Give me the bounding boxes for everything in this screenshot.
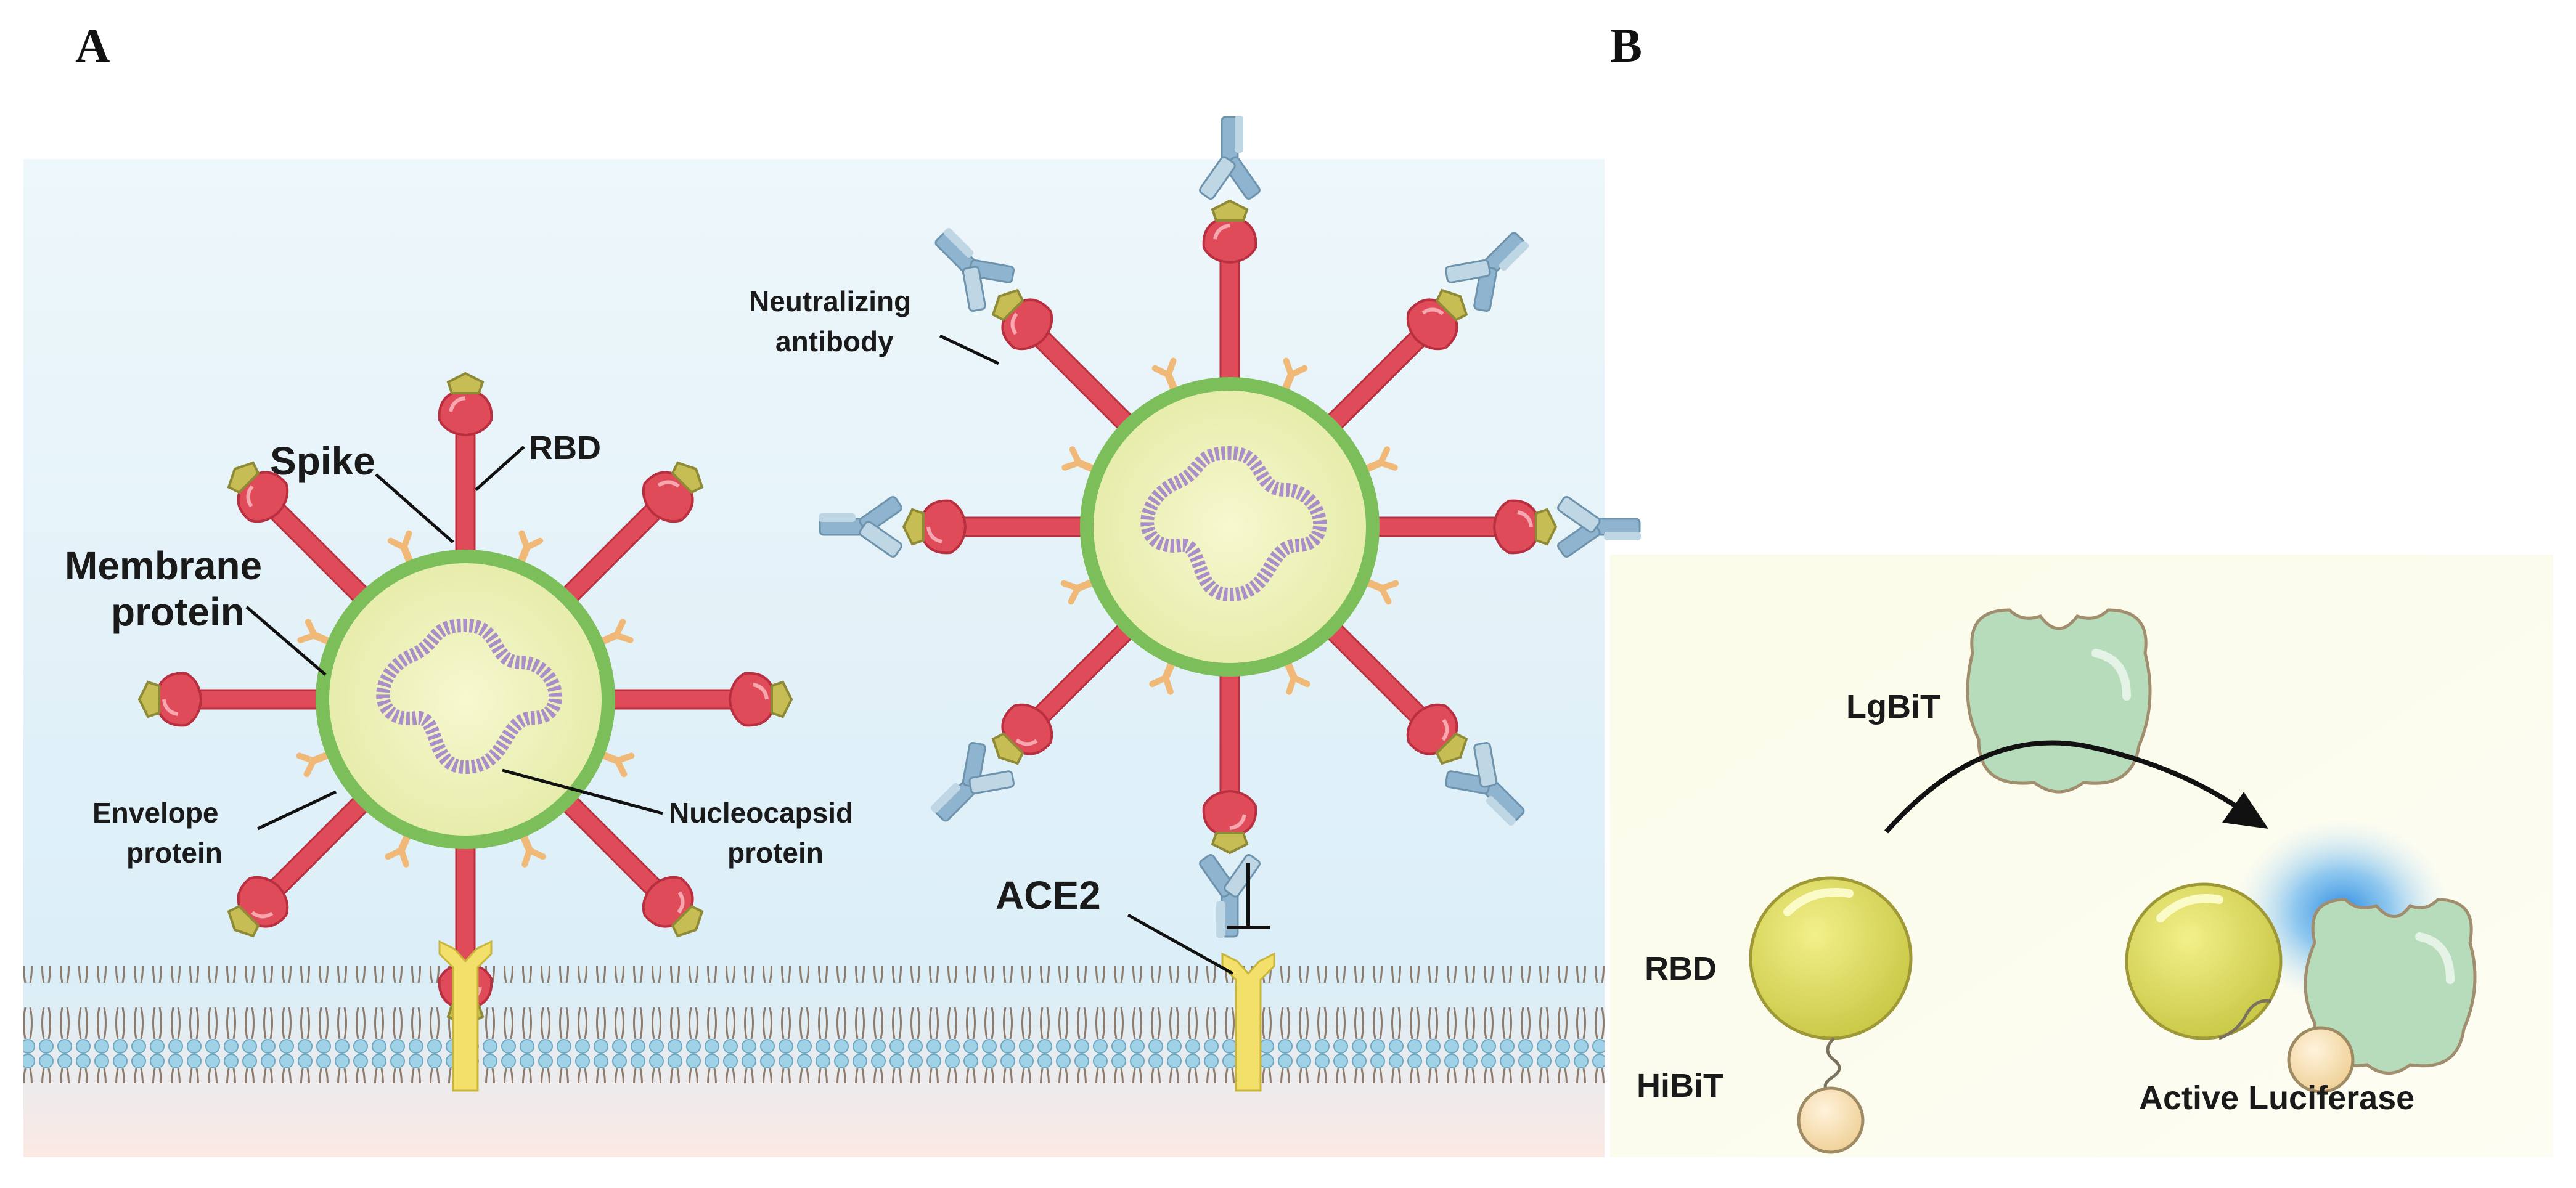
label-hibit: HiBiT [1637,1067,1723,1104]
hibit-ball [2287,1026,2355,1094]
panel-b-labels: LgBiT RBD HiBiT Active Luciferase [1637,688,2414,1117]
nucleocapsid-rna [376,618,563,775]
label-active-luciferase: Active Luciferase [2139,1080,2414,1117]
label-lgbit: LgBiT [1846,688,1940,725]
leader-envelope-protein [256,790,337,831]
leader-membrane-protein [245,606,327,676]
viral-envelope [316,550,615,849]
panel-a: RBD Spike Membrane protein Envelope prot… [23,115,1642,1157]
rbd-hibit-fusion [1749,876,1913,1154]
label-spike: Spike [270,439,375,483]
label-membrane-protein-line2: protein [111,590,245,634]
rbd-ball [2125,882,2283,1040]
cell-membrane-bilayer [23,966,1605,1083]
label-ace2: ACE2 [996,873,1101,917]
viral-envelope [1080,377,1380,677]
lgbit-subunit [1966,608,2152,794]
label-nucleocapsid-protein-line1: Nucleocapsid [669,797,853,829]
virus-particle-neutralized [817,115,1642,939]
label-rbd-b: RBD [1645,950,1717,987]
panel-label-a: A [75,18,110,72]
assembly-arrow [1884,740,2249,834]
active-luciferase-complex [2125,820,2477,1094]
virus-particle-left [139,373,791,1025]
leader-rbd [475,446,525,491]
label-neutralizing-antibody-line1: Neutralizing [749,285,911,317]
panel-label-b: B [1610,18,1642,72]
nucleocapsid-rna [1140,446,1327,602]
hibit-ball [1797,1086,1865,1154]
leader-neutralizing-antibody [939,334,1000,365]
assembly-arrowhead [2222,792,2268,829]
label-neutralizing-antibody-line2: antibody [775,325,894,357]
panel-a-labels: RBD Spike Membrane protein Envelope prot… [65,285,1234,975]
rbd-ball [1749,876,1913,1040]
ace2-receptor [1221,952,1275,1092]
inhibition-symbol [1227,863,1270,929]
label-rbd: RBD [529,429,601,466]
ace2-receptor-bound [438,940,493,1092]
leader-spike [375,473,454,543]
leader-nucleocapsid-protein [502,768,663,815]
label-envelope-protein-line1: Envelope [92,797,219,829]
label-nucleocapsid-protein-line2: protein [727,837,824,869]
label-membrane-protein-line1: Membrane [65,543,262,588]
leader-ace2 [1127,913,1234,975]
linker [2218,999,2272,1040]
label-envelope-protein-line2: protein [126,837,223,869]
panel-b: LgBiT RBD HiBiT Active Luciferase [1610,555,2553,1157]
